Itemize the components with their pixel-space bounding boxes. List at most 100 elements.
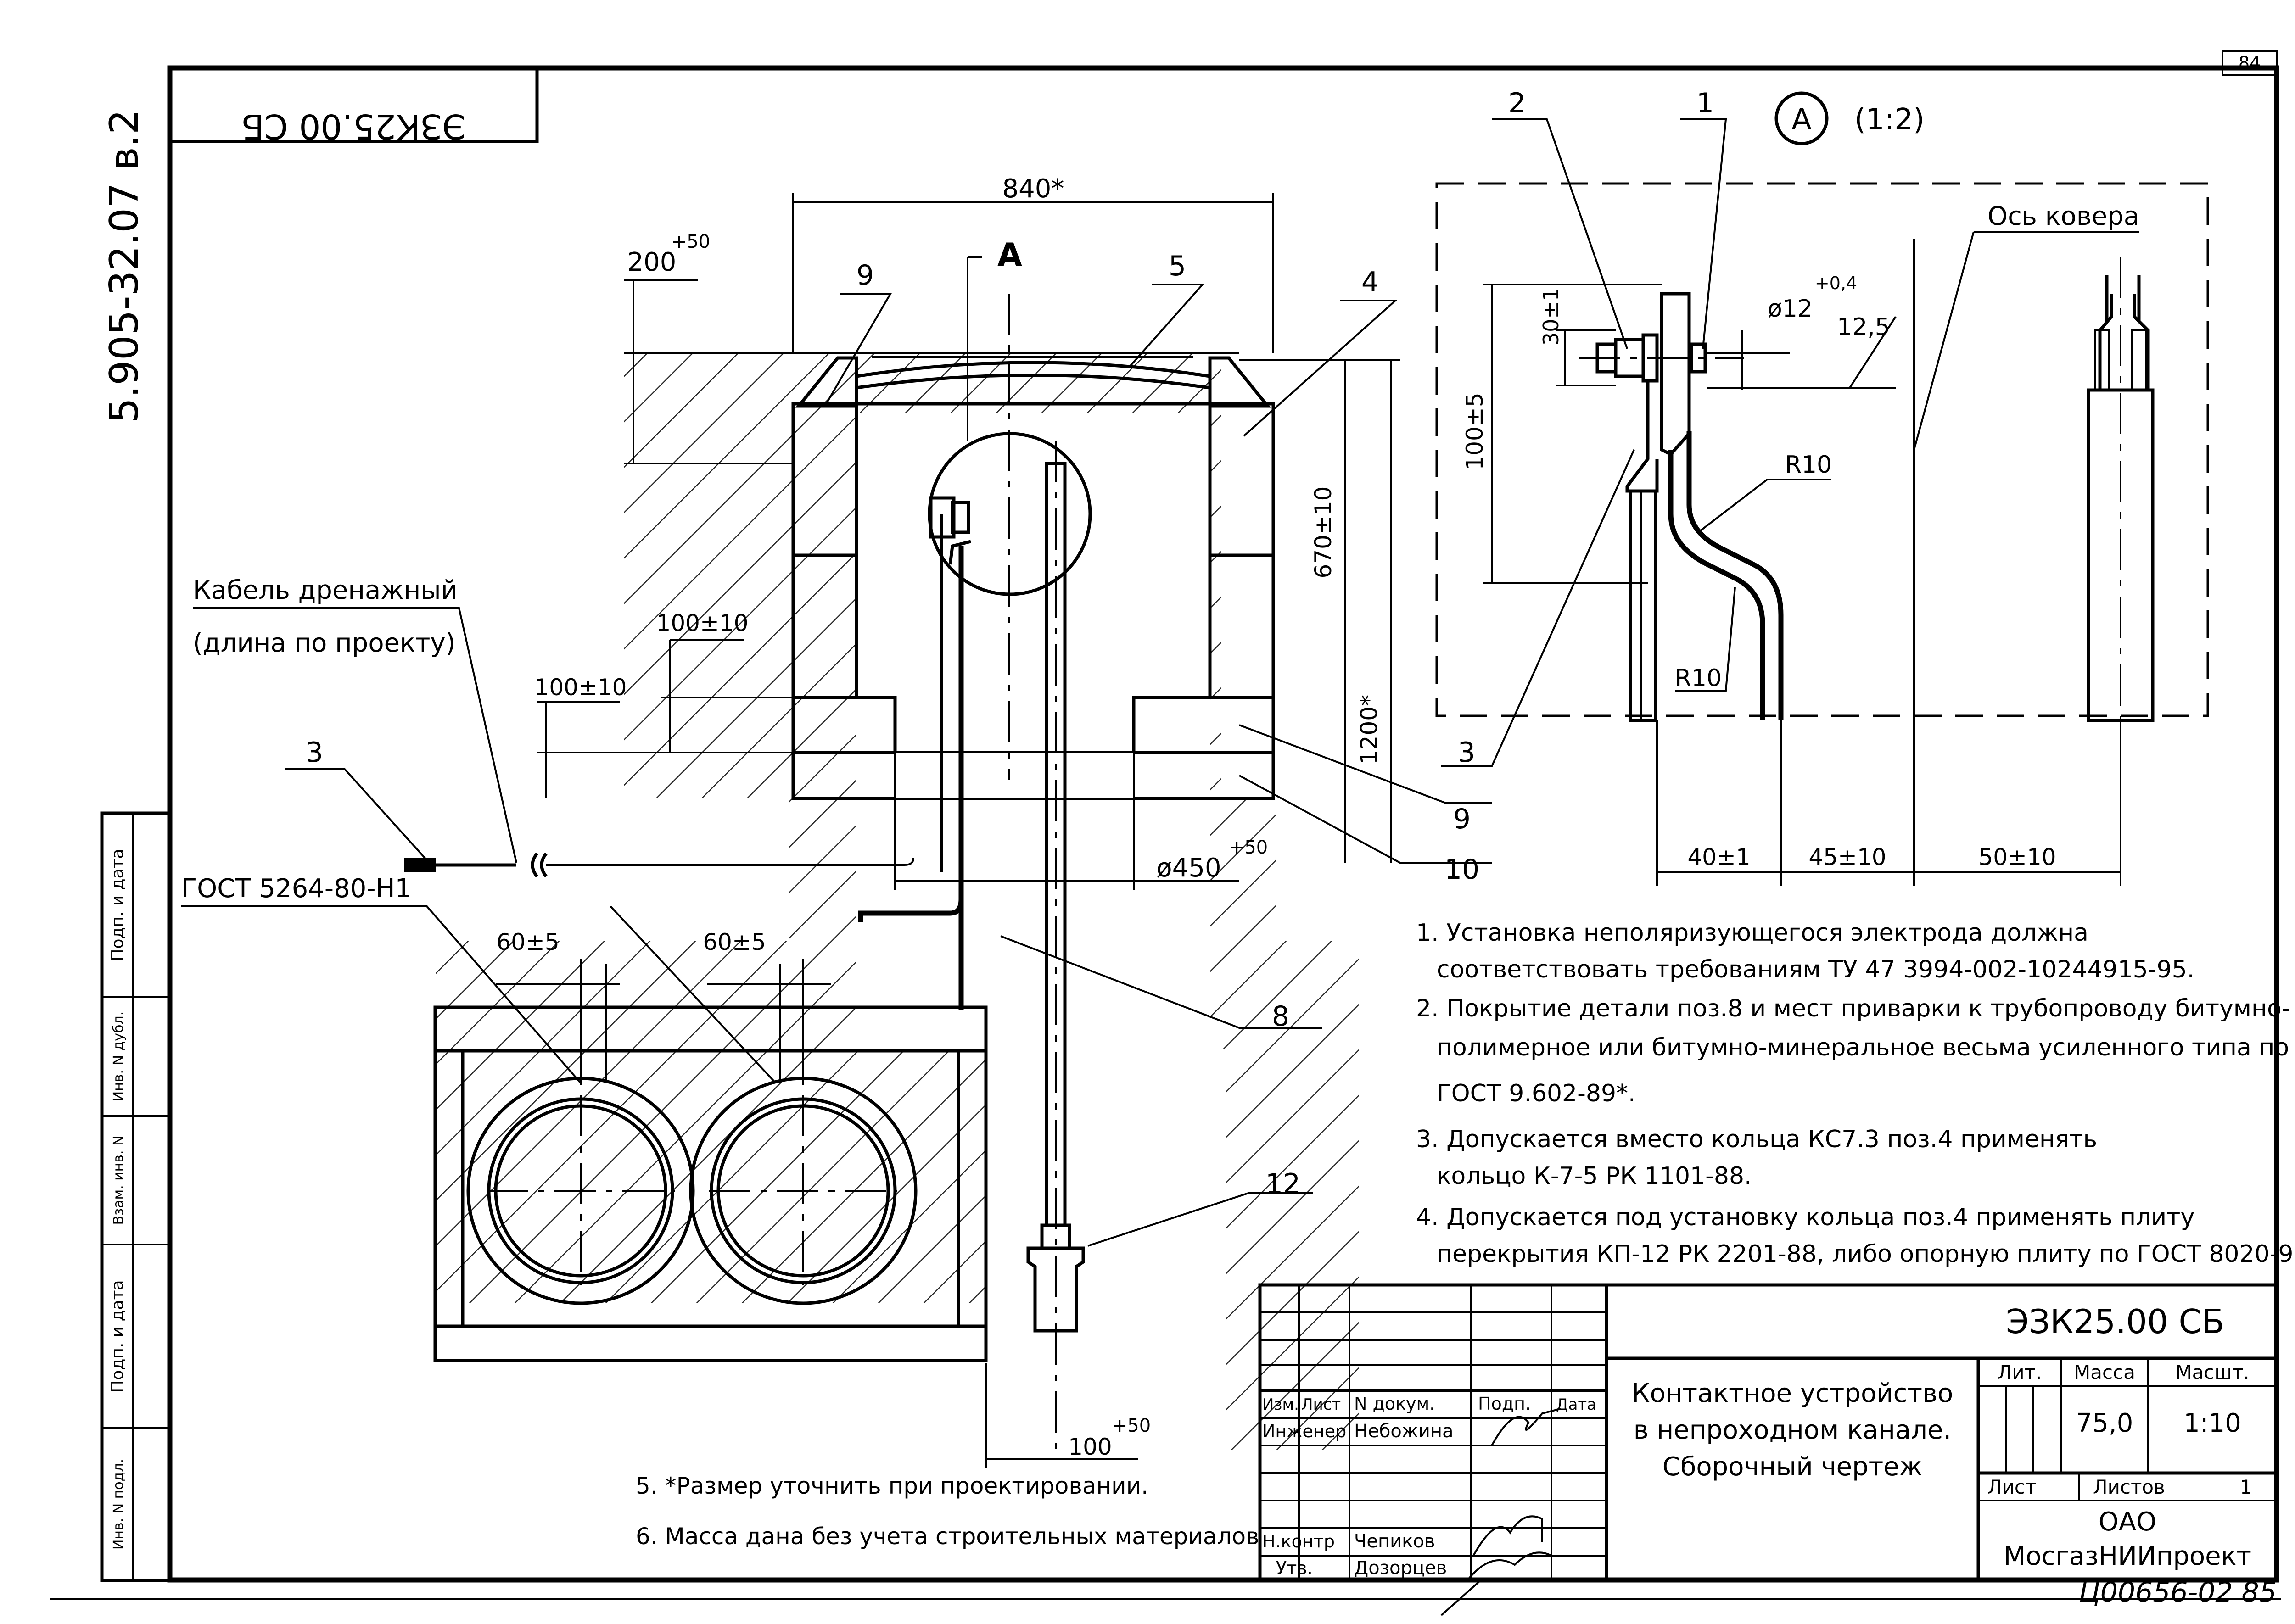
- tb-role-1: Инженер: [1262, 1421, 1346, 1441]
- channel: [433, 1005, 988, 1362]
- callout-1: 1: [1696, 87, 1714, 119]
- tb-h-list: Лист: [1301, 1395, 1341, 1414]
- tb-sheets: 1: [2240, 1476, 2252, 1498]
- side-stamp: Подп. и дата Инв. N дубл. Взам. инв. N П…: [100, 811, 172, 1582]
- note-line-2: соответствовать требованиям ТУ 47 3994-0…: [1437, 956, 2194, 983]
- radius-r10b: R10: [1675, 664, 1722, 692]
- tb-name-line2: в непроходном канале.: [1634, 1415, 1951, 1445]
- tb-h-data: Дата: [1556, 1395, 1596, 1414]
- tb-code: ЭЗК25.00 СБ: [2006, 1302, 2224, 1341]
- side-stamp-field-3: Взам. инв. N: [111, 1136, 127, 1225]
- note-line-8: 4. Допускается под установку кольца поз.…: [1416, 1204, 2194, 1231]
- dim-12-5: 12,5: [1837, 313, 1890, 341]
- note-line-9: перекрытия КП-12 РК 2201-88, либо опорну…: [1437, 1240, 2295, 1268]
- note-line-11: 6. Масса дана без учета строительных мат…: [636, 1523, 1259, 1550]
- title-block: ЭЗК25.00 СБ Контактное устройство в непр…: [1258, 1283, 2278, 1616]
- callout-9b: 9: [1453, 803, 1471, 835]
- tb-h-izm: Изм.: [1262, 1395, 1299, 1414]
- dim-840: 840*: [1002, 174, 1064, 204]
- callout-10: 10: [1444, 854, 1479, 886]
- note-line-4: полимерное или битумно-минеральное весьм…: [1437, 1034, 2289, 1061]
- signature-4: [1440, 1578, 1483, 1616]
- signature-2: [1472, 1515, 1543, 1556]
- side-document-code: 5.905-32.07 в.2: [101, 109, 147, 423]
- dim-100-5: 100±5: [1461, 392, 1488, 470]
- dim-12: ø12: [1768, 295, 1813, 323]
- dim-450: ø450: [1156, 853, 1221, 883]
- axis-label: Ось ковера: [1987, 201, 2139, 231]
- side-stamp-field-1: Подп. и дата: [108, 848, 127, 961]
- note-line-5: ГОСТ 9.602-89*.: [1437, 1080, 1636, 1107]
- note-line-7: кольцо К-7-5 РК 1101-88.: [1437, 1162, 1752, 1190]
- tb-scale: 1:10: [2183, 1408, 2241, 1438]
- callouts-main: 3 9 5 4 9 10 8 12: [285, 250, 1492, 1247]
- top-stamp: ЭЗК25.00 СБ: [168, 66, 539, 146]
- tb-org-line1: ОАО: [2099, 1507, 2156, 1537]
- tb-mass-header: Масса: [2074, 1361, 2135, 1384]
- archive-number: Ц00656-02 85: [2079, 1576, 2277, 1608]
- detail-letter: А: [1791, 103, 1812, 137]
- base-slab: [791, 696, 1275, 800]
- callout-3-detail: 3: [1458, 737, 1475, 769]
- dim-100b: 100±10: [535, 674, 627, 701]
- callout-4: 4: [1361, 266, 1379, 298]
- tb-lit-header: Лит.: [1998, 1361, 2042, 1384]
- note-line-10: 5. *Размер уточнить при проектировании.: [636, 1473, 1148, 1499]
- callout-5: 5: [1169, 250, 1186, 282]
- dim-1200: 1200*: [1356, 695, 1383, 765]
- technical-notes: 1. Установка неполяризующегося электрода…: [636, 919, 2295, 1550]
- main-dimensions: 840* 200 +50 670±10 1200* 100±10 100±10 …: [496, 174, 1400, 1468]
- dim-100c: 100: [1068, 1434, 1112, 1460]
- tb-role-3: Утв.: [1276, 1558, 1313, 1578]
- dim-30: 30±1: [1539, 288, 1563, 346]
- tb-role-2: Н.контр: [1262, 1531, 1335, 1551]
- dim-60b: 60±5: [703, 929, 766, 955]
- dim-100c-tolerance: +50: [1112, 1415, 1151, 1436]
- side-stamp-field-4: Подп. и дата: [108, 1280, 127, 1392]
- note-line-3: 2. Покрытие детали поз.8 и мест приварки…: [1416, 995, 2290, 1022]
- tb-name-line3: Сборочный чертеж: [1662, 1452, 1922, 1482]
- callout-9a: 9: [856, 259, 874, 291]
- view-letter: А: [997, 236, 1022, 274]
- tb-h-podp: Подп.: [1478, 1394, 1531, 1414]
- tb-person-1: Небожина: [1354, 1421, 1454, 1442]
- dim-450-tolerance: +50: [1229, 837, 1268, 858]
- detail-circle-a: [928, 432, 1092, 596]
- side-stamp-field-2: Инв. N дубл.: [111, 1011, 127, 1102]
- dim-200: 200: [627, 247, 677, 277]
- top-stamp-code: ЭЗК25.00 СБ: [241, 106, 465, 146]
- tb-mass: 75,0: [2076, 1408, 2133, 1438]
- dim-45: 45±10: [1808, 844, 1886, 871]
- note-line-6: 3. Допускается вместо кольца КС7.3 поз.4…: [1416, 1126, 2097, 1153]
- side-stamp-field-5: Инв. N подл.: [111, 1459, 127, 1550]
- tb-sheet-header: Лист: [1987, 1476, 2036, 1498]
- signature-3: [1468, 1551, 1552, 1579]
- detail-view-a: А (1:2) Ось ковера 100±5 30±1: [1435, 87, 2209, 886]
- electrode-pipe: [1026, 441, 1085, 1455]
- note-line-1: 1. Установка неполяризующегося электрода…: [1416, 919, 2088, 947]
- sheet-number: 84: [2239, 53, 2261, 73]
- tb-person-2: Чепиков: [1354, 1531, 1435, 1552]
- detail-scale: (1:2): [1854, 103, 1925, 137]
- dim-40: 40±1: [1687, 844, 1750, 871]
- dim-100a: 100±10: [656, 610, 749, 636]
- dim-12-tolerance: +0,4: [1815, 273, 1857, 293]
- cable-label-line2: (длина по проекту): [193, 628, 455, 658]
- dim-50: 50±10: [1978, 844, 2056, 871]
- dim-60a: 60±5: [496, 929, 559, 955]
- contact-rod: [858, 496, 988, 1051]
- gost-label: ГОСТ 5264-80-Н1: [181, 874, 411, 904]
- callout-3: 3: [306, 737, 323, 769]
- cover-assembly: [795, 356, 1271, 408]
- tb-person-3: Дозорцев: [1354, 1557, 1447, 1579]
- tb-sheets-header: Листов: [2093, 1476, 2165, 1498]
- drain-cable: [404, 852, 914, 878]
- signature-1: [1491, 1408, 1561, 1446]
- dim-670: 670±10: [1310, 486, 1337, 579]
- tb-name-line1: Контактное устройство: [1632, 1378, 1954, 1408]
- callout-2: 2: [1508, 87, 1526, 119]
- tb-scale-header: Масшт.: [2175, 1361, 2249, 1384]
- callout-8: 8: [1272, 1000, 1289, 1032]
- cover-plate: [855, 361, 1212, 390]
